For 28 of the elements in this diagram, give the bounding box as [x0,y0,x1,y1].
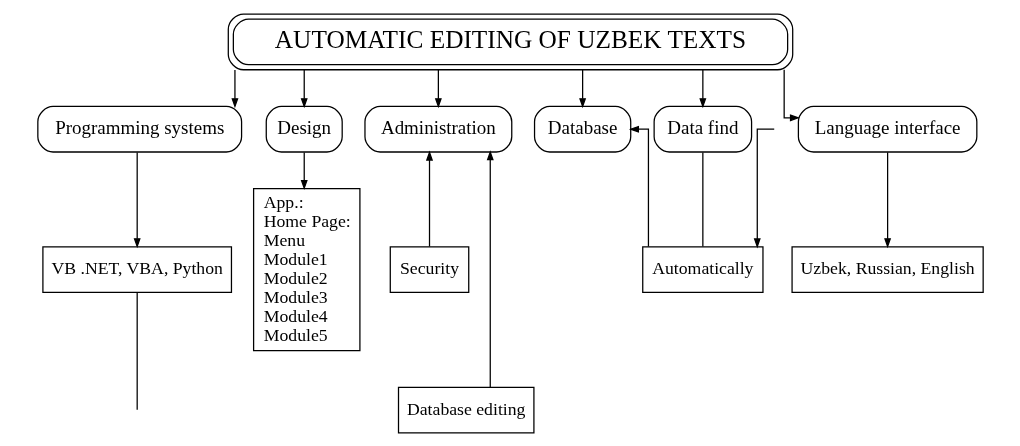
node-box: App.: Home Page: Menu Module1 Module2 Module3 Module4 Module5 [252,187,361,351]
arrow [434,68,442,108]
arrow [300,151,308,190]
connector [136,291,138,410]
node-box: VB .NET, VBA, Python [41,245,232,293]
node-box: Automatically [641,245,764,293]
arrow [753,128,775,248]
arrow [578,68,586,108]
node-box: AUTOMATIC EDITING OF UZBEK TEXTS [227,12,793,70]
arrow [133,151,141,248]
node-box: Language interface [797,105,977,153]
arrow [300,68,308,108]
arrow [230,68,238,108]
node-box: Database [533,105,631,153]
arrow [698,68,706,108]
node-box: Security [389,245,469,293]
arrow [883,151,891,248]
node-box: Design [265,105,343,153]
arrow [628,125,649,247]
node-box: Uzbek, Russian, English [790,245,984,293]
node-box: Database editing [397,386,535,434]
node-box: Data find [653,105,752,153]
node-box: Administration [363,105,512,153]
node-box: Programming systems [36,105,242,153]
connector [701,151,703,247]
arrow [425,150,433,247]
arrow [486,149,494,388]
arrow [783,68,800,121]
